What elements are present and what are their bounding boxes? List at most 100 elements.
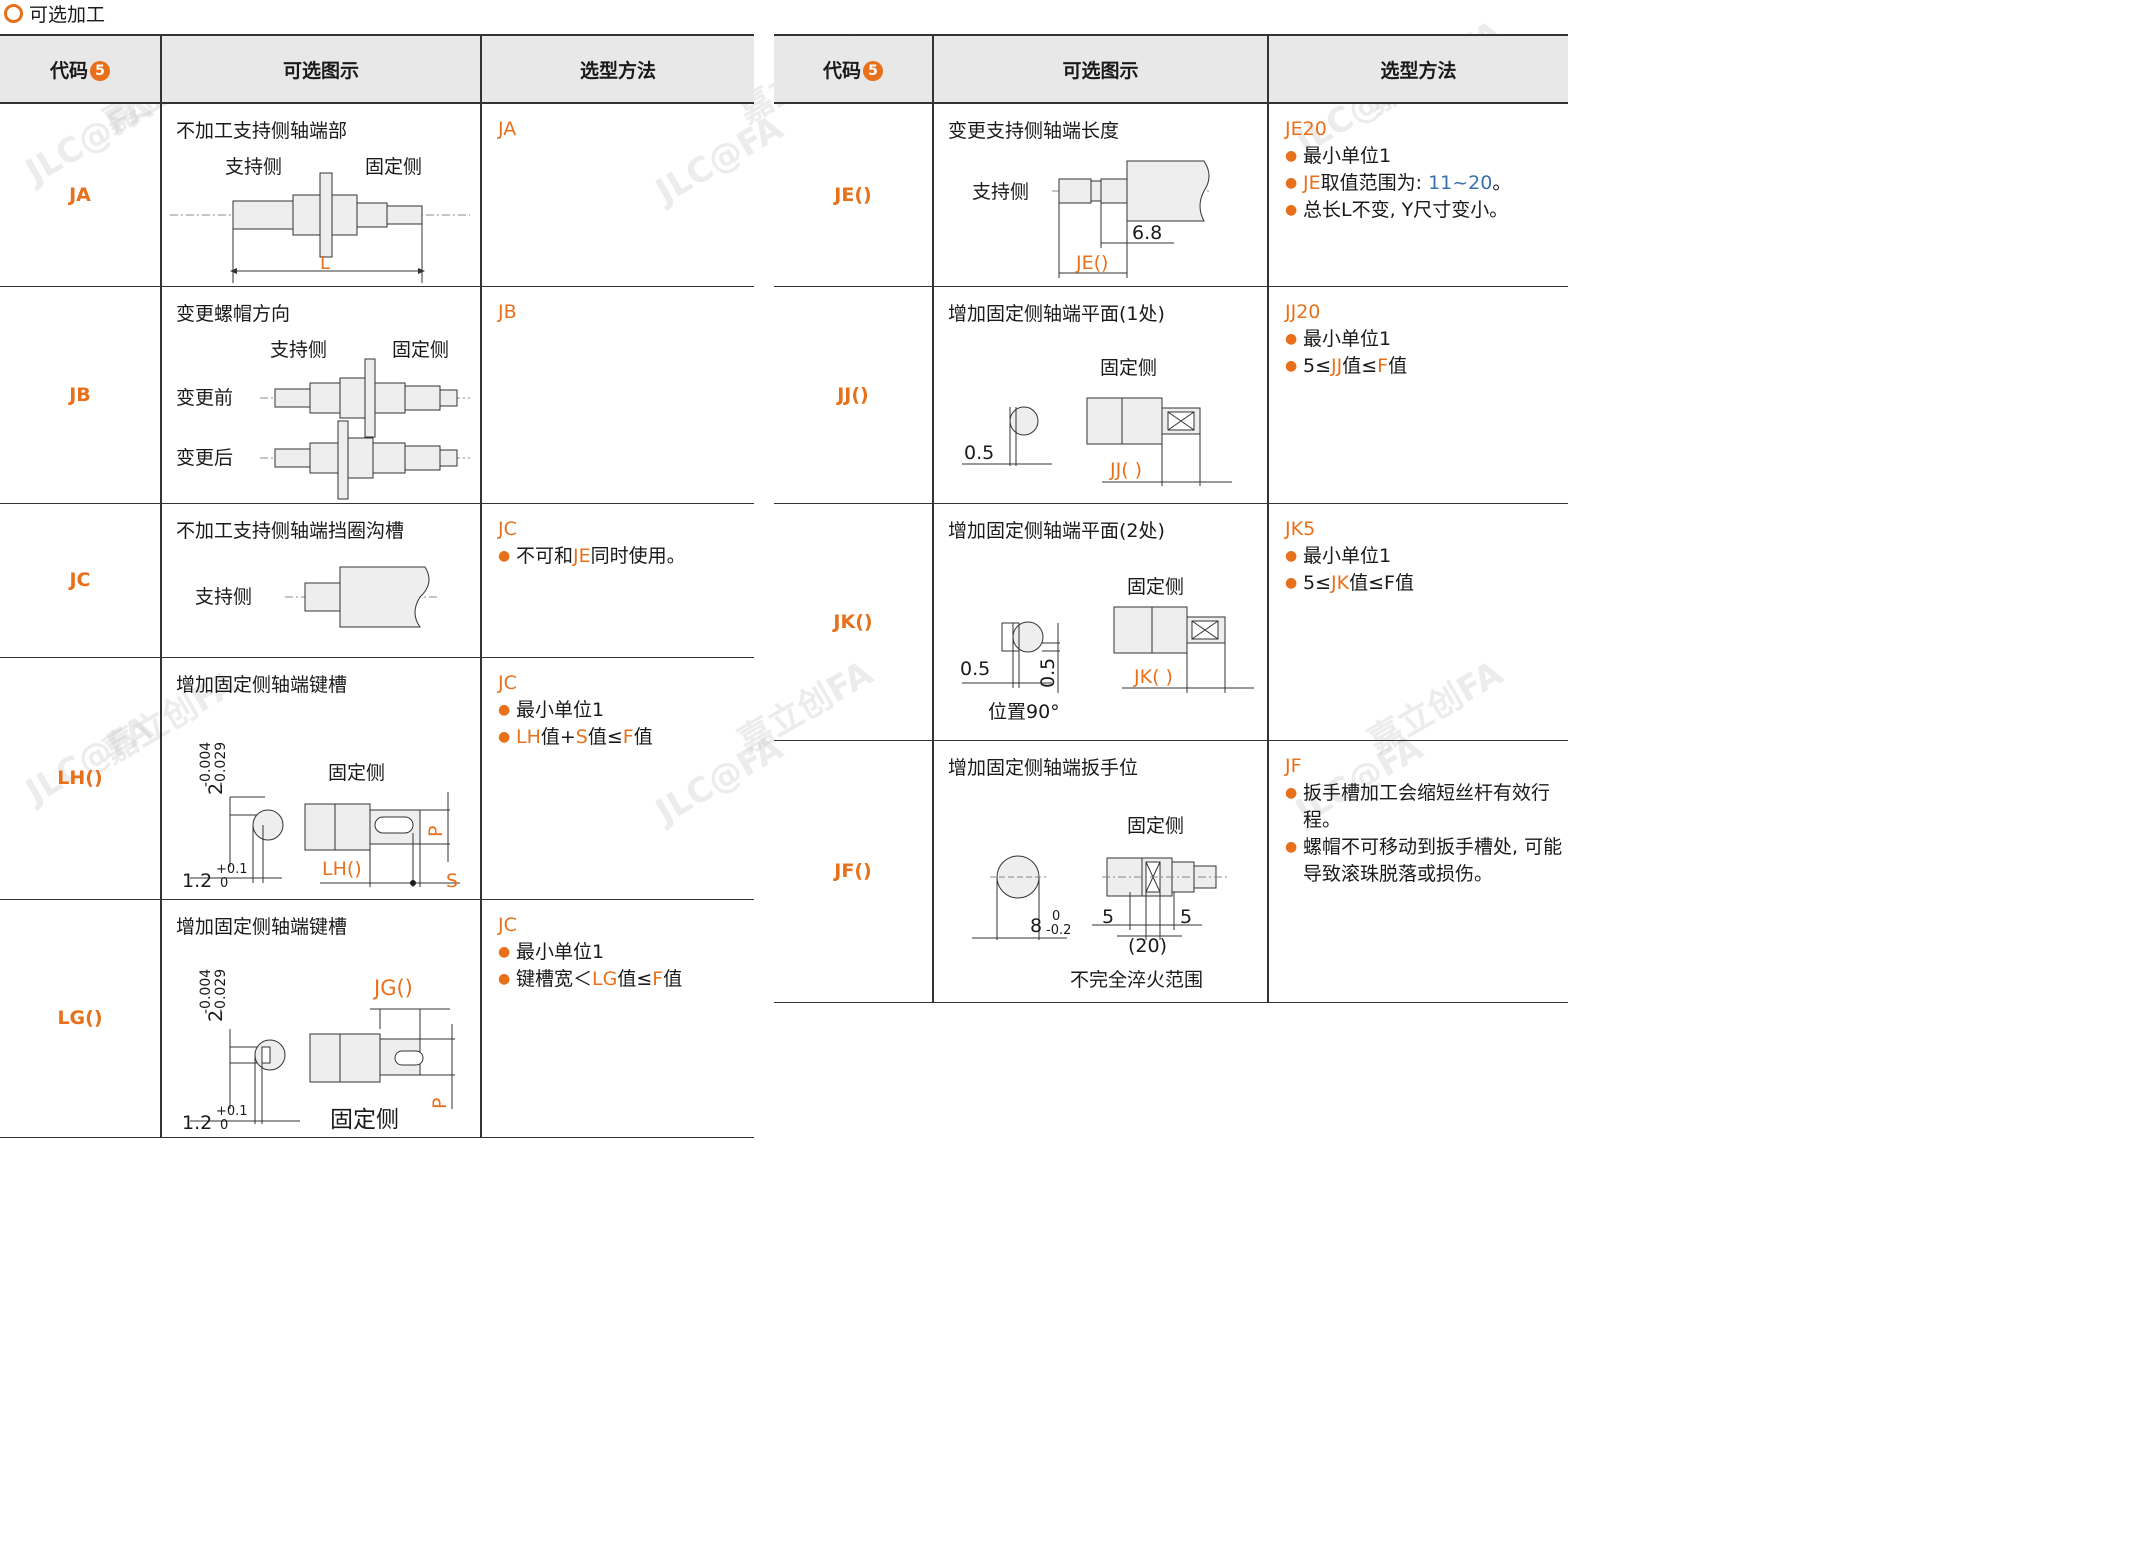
method-code: JE20 xyxy=(1285,118,1327,140)
label-after: 变更后 xyxy=(176,447,233,469)
table-row: JB 变更螺帽方向 支持侧 固定侧 变更前 变更后 xyxy=(0,286,754,504)
label-support: 支持侧 xyxy=(225,156,282,178)
method-code: JC xyxy=(498,671,517,694)
label-L: L xyxy=(320,253,330,274)
figure-cell: 不加工支持侧轴端挡圈沟槽 支持侧 xyxy=(160,503,481,658)
figure-cell: 变更支持侧轴端长度 支持侧 6.8 JE() xyxy=(932,103,1268,287)
svg-text:1.2: 1.2 xyxy=(182,1112,212,1134)
option-code: JE() xyxy=(774,103,933,287)
svg-text:-0.029: -0.029 xyxy=(213,968,229,1013)
svg-text:2: 2 xyxy=(205,782,227,794)
figure-cell: 增加固定侧轴端平面(1处) 固定侧 0.5 JJ( ) xyxy=(932,286,1268,504)
svg-text:JE(): JE() xyxy=(1075,252,1108,274)
svg-text:不完全淬火范围: 不完全淬火范围 xyxy=(1070,969,1203,990)
method-code: JC xyxy=(498,913,517,936)
method-cell: JC ●最小单位1 ● 键槽宽＜LG值≤F值 xyxy=(480,899,754,1138)
support-length-diagram: 支持侧 6.8 JE() xyxy=(972,160,1212,278)
figure-title: 变更支持侧轴端长度 xyxy=(948,120,1120,142)
method-code: JJ20 xyxy=(1285,300,1321,323)
method-code: JA xyxy=(498,118,517,140)
method-bullet: ●最小单位1 xyxy=(498,698,605,721)
option-code: JK() xyxy=(774,503,933,741)
method-bullet: ● 5≤JJ值≤F值 xyxy=(1285,354,1408,377)
method-cell: JJ20 ●最小单位1 ● 5≤JJ值≤F值 xyxy=(1267,286,1568,504)
method-bullet: ●扳手槽加工会缩短丝杆有效行程。 xyxy=(1285,781,1551,831)
method-bullet: ●最小单位1 xyxy=(1285,327,1392,350)
svg-text:-0.029: -0.029 xyxy=(213,741,229,786)
option-code: JA xyxy=(0,103,161,287)
svg-text:支持侧: 支持侧 xyxy=(195,586,252,608)
figure-title: 增加固定侧轴端平面(2处) xyxy=(948,519,1165,542)
svg-text:5: 5 xyxy=(1180,906,1192,928)
svg-text:0.5: 0.5 xyxy=(1037,657,1059,687)
table-row: JA 不加工支持侧轴端部 支持侧 固定侧 L JA xyxy=(0,103,754,287)
svg-text:固定侧: 固定侧 xyxy=(1100,357,1157,379)
svg-text:0: 0 xyxy=(1052,909,1060,924)
svg-text:8: 8 xyxy=(1030,915,1042,937)
option-code: JC xyxy=(0,503,161,658)
svg-text:JK( ): JK( ) xyxy=(1133,666,1173,688)
svg-text:S: S xyxy=(446,870,458,892)
method-cell: JC ●最小单位1 ● LH值+S值≤F值 xyxy=(480,657,754,900)
method-bullet: ●总长L不变, Y尺寸变小。 xyxy=(1285,199,1509,221)
svg-text:JJ( ): JJ( ) xyxy=(1109,459,1142,481)
table-row: LG() 增加固定侧轴端键槽 -0.004 -0.029 2 JG() 1.2 … xyxy=(0,899,754,1138)
figure-cell: 增加固定侧轴端平面(2处) 固定侧 0.5 0.5 位置90° xyxy=(932,503,1268,741)
svg-text:固定侧: 固定侧 xyxy=(1127,815,1184,837)
option-code: JF() xyxy=(774,740,933,1003)
figure-cell: 增加固定侧轴端键槽 -0.004 -0.029 2 JG() 1.2 +0.1 … xyxy=(160,899,481,1138)
svg-text:0.5: 0.5 xyxy=(960,658,990,680)
figure-title: 不加工支持侧轴端挡圈沟槽 xyxy=(176,519,405,542)
method-bullet: ● 5≤JK值≤F值 xyxy=(1285,571,1414,594)
method-code: JB xyxy=(498,300,517,323)
method-bullet: ● 键槽宽＜LG值≤F值 xyxy=(498,967,683,990)
svg-text:-0.2: -0.2 xyxy=(1046,923,1071,938)
method-cell: JF ●扳手槽加工会缩短丝杆有效行程。 ●螺帽不可移动到扳手槽处, 可能导致滚珠… xyxy=(1267,740,1568,1003)
figure-title: 增加固定侧轴端平面(1处) xyxy=(948,302,1165,325)
method-code: JF xyxy=(1285,754,1302,777)
svg-text:支持侧: 支持侧 xyxy=(270,339,327,361)
section-title-text: 可选加工 xyxy=(29,3,106,26)
ring-icon xyxy=(4,3,23,23)
method-code: JK5 xyxy=(1285,517,1316,540)
method-cell: JB xyxy=(480,286,754,504)
figure-title: 增加固定侧轴端键槽 xyxy=(176,915,348,938)
header-method: 选型方法 xyxy=(1267,34,1568,104)
svg-text:2: 2 xyxy=(205,1009,227,1021)
svg-text:1.2: 1.2 xyxy=(182,870,212,892)
flat-two-diagram: 固定侧 0.5 0.5 位置90° xyxy=(960,576,1254,723)
svg-text:JG(): JG() xyxy=(372,976,413,1000)
method-code: JC xyxy=(498,517,517,540)
svg-text:(20): (20) xyxy=(1128,935,1167,957)
svg-text:位置90°: 位置90° xyxy=(988,701,1060,723)
figure-title: 增加固定侧轴端键槽 xyxy=(176,673,348,696)
flat-one-diagram: 固定侧 0.5 JJ( ) xyxy=(962,357,1232,486)
label-before: 变更前 xyxy=(176,387,233,409)
svg-text:-0.004: -0.004 xyxy=(198,741,214,786)
svg-text:-0.004: -0.004 xyxy=(198,968,214,1013)
keyway-diagram: -0.004 -0.029 2 JG() 1.2 +0.1 0 xyxy=(182,968,455,1134)
method-bullet: ●最小单位1 xyxy=(1285,544,1392,567)
figure-title: 不加工支持侧轴端部 xyxy=(176,120,348,142)
figure-cell: 变更螺帽方向 支持侧 固定侧 变更前 变更后 xyxy=(160,286,481,504)
badge: 5 xyxy=(90,61,110,81)
figure-title: 变更螺帽方向 xyxy=(176,302,291,325)
figure-cell: 不加工支持侧轴端部 支持侧 固定侧 L xyxy=(160,103,481,287)
method-cell: JK5 ●最小单位1 ● 5≤JK值≤F值 xyxy=(1267,503,1568,741)
badge: 5 xyxy=(863,61,883,81)
method-bullet: ●最小单位1 xyxy=(1285,145,1392,167)
svg-text:支持侧: 支持侧 xyxy=(972,181,1029,203)
table-row: JK() 增加固定侧轴端平面(2处) 固定侧 0.5 0.5 位置90° xyxy=(774,503,1568,741)
svg-text:LH(): LH() xyxy=(322,858,362,880)
method-cell: JE20 ●最小单位1 ● JE取值范围为: 11~20。 ●总长L不变, Y尺… xyxy=(1267,103,1568,287)
svg-text:固定侧: 固定侧 xyxy=(1127,576,1184,598)
svg-text:固定侧: 固定侧 xyxy=(328,762,385,784)
method-bullet: ●最小单位1 xyxy=(498,940,605,963)
svg-text:固定侧: 固定侧 xyxy=(330,1107,399,1133)
